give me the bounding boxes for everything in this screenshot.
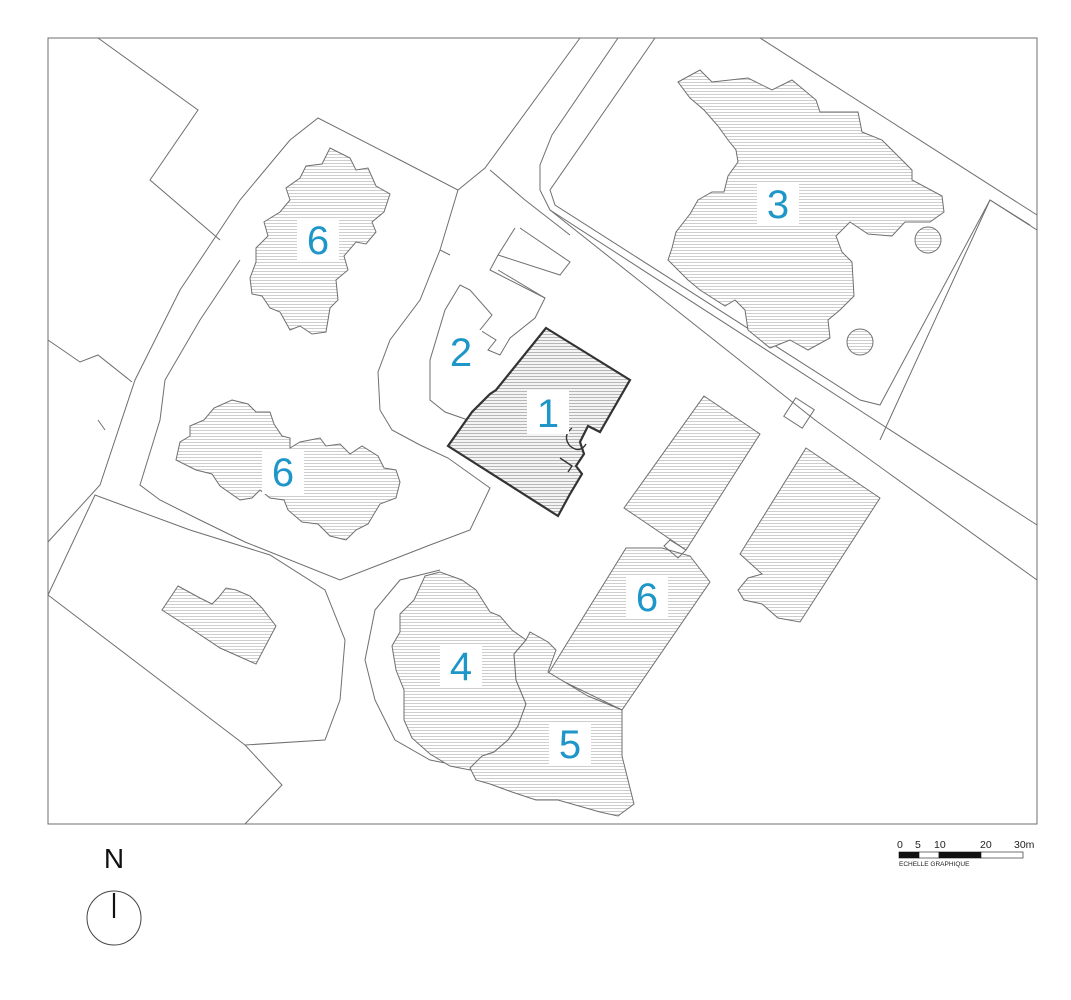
building-east-block-a [623,395,761,551]
map-frame [47,37,1038,825]
scale-tick-20: 20 [980,839,992,851]
scale-caption: ECHELLE GRAPHIQUE [899,861,970,868]
north-letter: N [104,843,124,874]
road-lines [47,37,1038,825]
label-6a-text: 6 [307,219,329,263]
label-6c-text: 6 [636,576,658,620]
north-arrow-icon [86,890,142,946]
scale-tick-10: 10 [934,839,946,851]
label-building-6-north: 6 [297,218,339,263]
building-east-block-b [737,447,881,623]
building-6-east [547,547,711,711]
building-3-round-a [914,226,942,254]
scale-tick-0: 0 [897,839,903,851]
label-2-text: 2 [450,331,472,375]
label-5-text: 5 [559,723,581,767]
building-labels: 1 2 3 4 5 6 6 6 [262,182,799,767]
building-3-round-b [846,328,874,356]
scale-bar: 0 5 10 20 30m ECHELLE GRAPHIQUE [897,839,1035,868]
building-3 [667,69,945,351]
label-building-5: 5 [549,722,591,767]
north-arrow: N [86,843,142,946]
building-southwest [161,585,277,665]
label-building-6-west: 6 [262,450,304,495]
label-building-2: 2 [440,330,482,375]
label-building-6-east: 6 [626,575,668,620]
label-building-4: 4 [440,644,482,689]
label-1-text: 1 [537,392,559,436]
scale-tick-30: 30m [1014,839,1035,851]
label-4-text: 4 [450,645,472,689]
label-building-3: 3 [757,182,799,227]
label-6b-text: 6 [272,451,294,495]
label-building-1: 1 [527,390,569,436]
label-3-text: 3 [767,183,789,227]
scale-tick-5: 5 [915,839,921,851]
